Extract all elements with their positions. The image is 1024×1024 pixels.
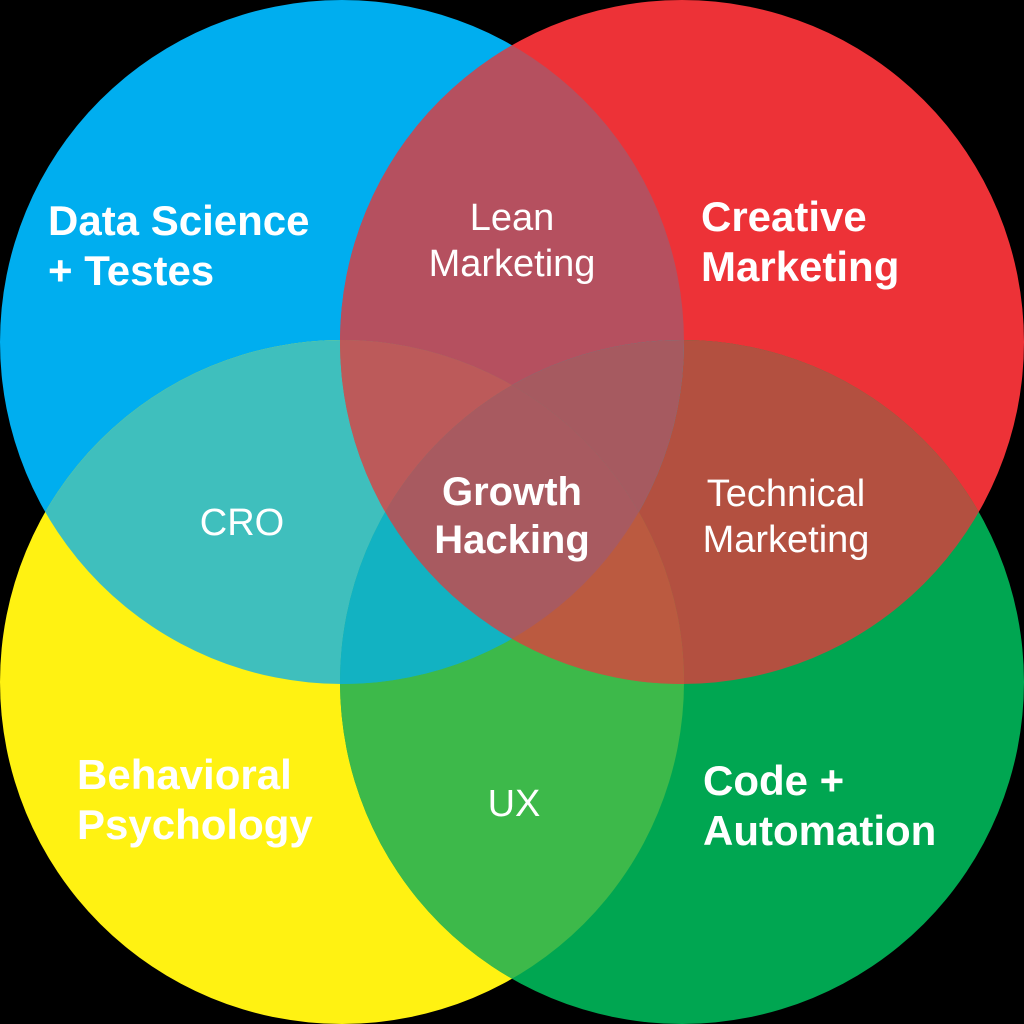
label-lean-marketing: Lean Marketing [428,197,596,285]
label-creative-marketing: Creative Marketing [701,193,900,291]
label-data-science: Data Science + Testes [48,197,310,295]
label-code-automation: Code + Automation [703,757,937,855]
label-ux: UX [487,783,541,825]
label-growth-hacking: Growth Hacking [434,470,590,562]
label-technical-marketing: Technical Marketing [702,473,870,561]
label-behavioral-psychology: Behavioral Psychology [77,751,313,849]
label-cro: CRO [199,502,285,544]
